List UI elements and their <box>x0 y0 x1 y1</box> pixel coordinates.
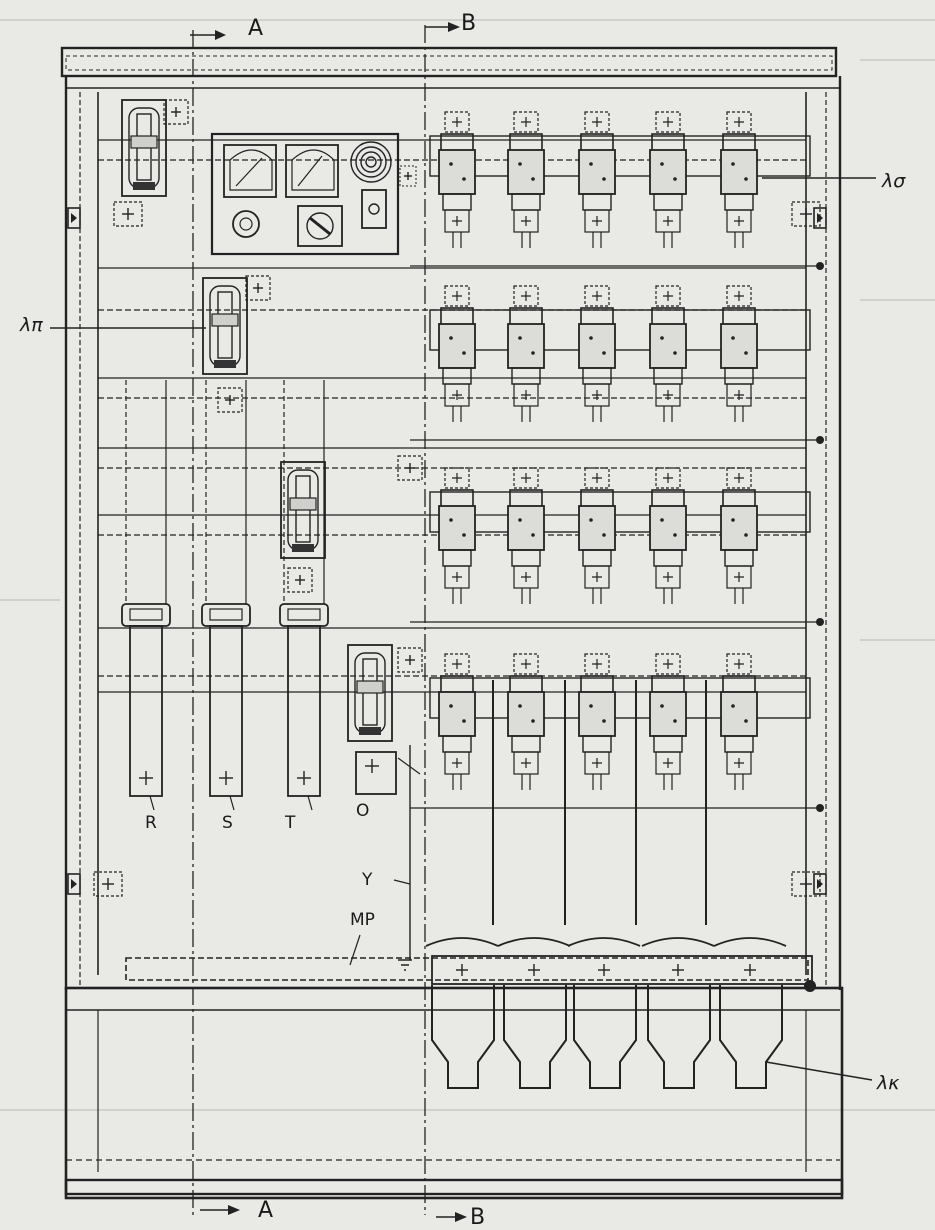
callout-outgoing-fuses: λσ <box>882 170 906 192</box>
instrument-panel <box>210 132 400 256</box>
push-button-icon <box>361 189 387 229</box>
section-arrow-b-bottom-head <box>455 1212 467 1222</box>
section-arrow-a-top-head <box>215 30 226 40</box>
selector-switch-icon <box>297 205 343 247</box>
cable-terminal-2 <box>497 937 571 1089</box>
fuse-grid <box>410 111 876 812</box>
label-mp: MP <box>350 910 375 930</box>
fuse-r1-c2 <box>507 111 545 249</box>
mounting-screw <box>93 871 123 897</box>
mounting-screw <box>791 871 821 897</box>
breaker-terminal <box>217 387 243 413</box>
cable-terminal-1 <box>425 937 499 1089</box>
cabinet-base <box>64 1178 844 1196</box>
ground-symbol-icon <box>398 959 412 971</box>
section-marker-a-top: A <box>248 16 264 41</box>
fuse-r2-c5 <box>720 285 758 423</box>
busbar-o <box>355 751 421 795</box>
bottom-terminals <box>425 680 873 1089</box>
fuse-r3-c4 <box>649 467 687 605</box>
fuse-r1-c3 <box>578 111 616 249</box>
fuse-r1-c1 <box>438 111 476 249</box>
breaker-terminal <box>245 275 271 301</box>
pilot-lamp-icon <box>232 210 260 238</box>
cable-terminal-4 <box>641 937 715 1089</box>
bell-icon <box>350 141 392 183</box>
breaker-terminal <box>397 647 423 673</box>
fuse-r4-c3 <box>578 653 616 791</box>
fuse-r1-c5 <box>720 111 758 249</box>
fuse-r1-c4 <box>649 111 687 249</box>
section-arrow-a-bottom-head <box>228 1205 240 1215</box>
terminal-rail-bolt <box>804 980 816 992</box>
background-ghost-lines <box>0 19 935 1111</box>
cabinet-top-frame <box>60 46 838 78</box>
breaker-terminal <box>397 455 423 481</box>
callout-cable-terminals: λκ <box>877 1072 900 1094</box>
fuse-r4-c1 <box>438 653 476 791</box>
panel-screw <box>399 165 417 187</box>
busbar-t <box>279 380 329 811</box>
breaker-o <box>347 644 393 742</box>
breaker-terminal <box>287 567 313 593</box>
hinge <box>67 873 81 895</box>
breaker-top-left <box>121 99 167 197</box>
fuse-r3-c2 <box>507 467 545 605</box>
section-arrow-b-top-head <box>448 22 460 32</box>
callout-main-breaker: λπ <box>20 314 43 336</box>
fuse-row-rail <box>429 135 811 177</box>
voltmeter-icon <box>285 144 339 198</box>
busbar-r <box>121 380 171 811</box>
fuse-row-rail <box>429 309 811 351</box>
fuse-r3-c1 <box>438 467 476 605</box>
label-y: Y <box>362 870 373 890</box>
cabinet-plinth <box>64 986 844 1200</box>
fuse-r4-c4 <box>649 653 687 791</box>
mounting-screw <box>791 201 821 227</box>
ammeter-icon <box>223 144 277 198</box>
fuse-r2-c4 <box>649 285 687 423</box>
hinge <box>813 207 827 229</box>
busbar-s <box>201 380 251 811</box>
busbar-label-t: T <box>285 813 296 833</box>
fuse-row-rail <box>429 677 811 719</box>
cable-terminal-3 <box>567 937 641 1089</box>
mounting-screw <box>113 201 143 227</box>
y-leader <box>393 879 411 885</box>
fuse-r4-c2 <box>507 653 545 791</box>
callout-leader-cable-terminals <box>765 1061 873 1081</box>
fuse-r3-c3 <box>578 467 616 605</box>
busbar-label-s: S <box>222 813 233 833</box>
section-marker-a-bottom: A <box>258 1198 274 1223</box>
hinge <box>67 207 81 229</box>
section-marker-b-top: B <box>461 11 477 36</box>
breaker-terminal <box>163 99 189 125</box>
mp-leader <box>349 934 361 966</box>
fuse-r2-c3 <box>578 285 616 423</box>
fuse-r4-c5 <box>720 653 758 791</box>
fuse-r2-c2 <box>507 285 545 423</box>
neutral-bar <box>125 957 809 981</box>
busbar-label-r: R <box>145 813 157 833</box>
section-marker-b-bottom: B <box>470 1205 486 1230</box>
fuse-row-rail <box>429 491 811 533</box>
fuse-r2-c1 <box>438 285 476 423</box>
busbar-label-o: O <box>356 801 370 821</box>
terminal-rail <box>431 955 813 985</box>
fuse-r3-c5 <box>720 467 758 605</box>
cable-terminal-5 <box>713 937 787 1089</box>
main-breaker <box>202 277 248 375</box>
cabinet-top-frame-inner <box>65 55 833 71</box>
breaker-t <box>280 461 326 559</box>
